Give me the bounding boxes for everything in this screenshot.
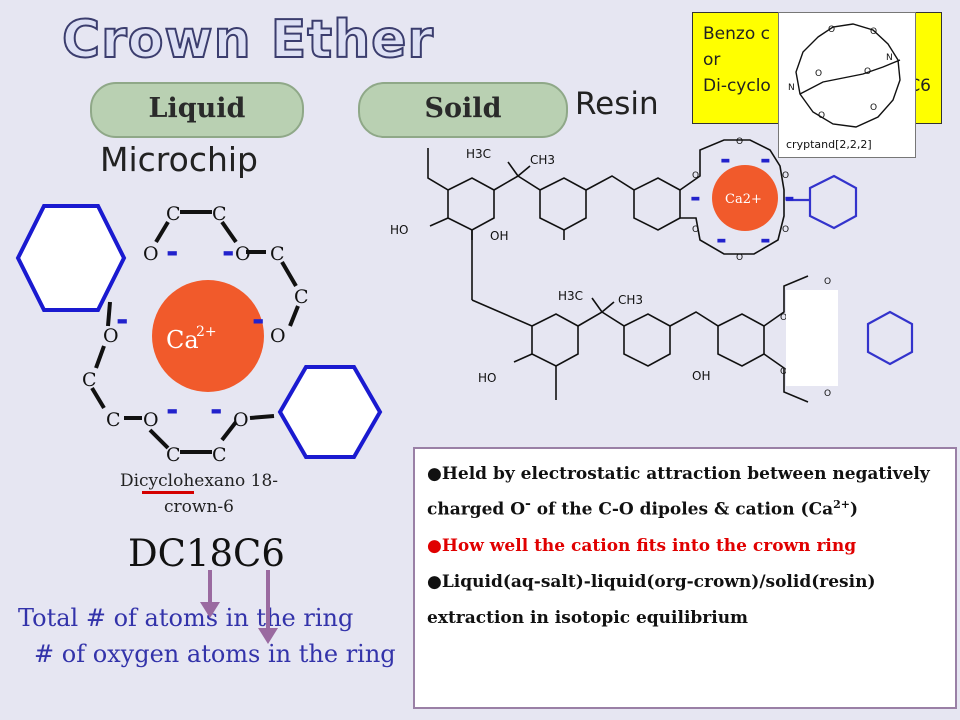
- svg-text:O: O: [270, 325, 286, 347]
- dc18c6-name-line1: Dicyclohexano 18-: [119, 471, 279, 491]
- resin-ho-upper: HO: [390, 223, 408, 237]
- dc18c6-name-line2: crown-6: [164, 497, 234, 517]
- svg-text:O: O: [736, 253, 743, 263]
- total-atoms-text: Total # of atoms in the ring: [18, 604, 354, 632]
- svg-text:N: N: [886, 53, 893, 63]
- left-cyclohexane-ring: [15, 204, 127, 312]
- svg-text:-: -: [784, 183, 795, 213]
- svg-text:O: O: [824, 389, 831, 399]
- info-bullet-1: ●Held by electrostatic attraction betwee…: [427, 464, 930, 520]
- resin-oh-lower: OH: [692, 369, 710, 383]
- crown-underline: [142, 491, 194, 494]
- svg-text:O: O: [828, 25, 835, 35]
- svg-text:O: O: [782, 225, 789, 235]
- svg-text:-: -: [116, 303, 128, 338]
- cryptand-structure: O O N N O O O O: [788, 23, 901, 128]
- svg-text:-: -: [166, 235, 178, 270]
- svg-text:-: -: [760, 225, 771, 255]
- svg-text:C: C: [166, 444, 181, 466]
- solid-pill[interactable]: Soild: [358, 82, 568, 138]
- cryptand-label: cryptand[2,2,2]: [786, 138, 872, 151]
- svg-text:O: O: [692, 225, 699, 235]
- resin-label: Resin: [575, 86, 659, 122]
- resin-h3c-lower: H3C: [558, 289, 583, 303]
- svg-text:O: O: [780, 313, 787, 323]
- svg-text:-: -: [720, 145, 731, 175]
- svg-text:O: O: [143, 409, 159, 431]
- benzo-line1: Benzo c: [703, 24, 770, 44]
- svg-text:O: O: [824, 277, 831, 287]
- svg-text:O: O: [692, 171, 699, 181]
- svg-text:N: N: [788, 83, 795, 93]
- svg-text:O: O: [736, 137, 743, 147]
- svg-text:C: C: [166, 203, 181, 225]
- svg-text:C: C: [82, 369, 97, 391]
- svg-text:O: O: [235, 243, 251, 265]
- resin-cation-circle: [712, 165, 778, 231]
- info-bullet-3-cont: extraction in isotopic equilibrium: [427, 607, 749, 628]
- resin-cation-label: Ca2+: [725, 192, 762, 207]
- oxygen-atoms-text: # of oxygen atoms in the ring: [34, 640, 396, 668]
- info-bullet-3: ●Liquid(aq-salt)-liquid(org-crown)/solid…: [427, 571, 876, 592]
- svg-text:O: O: [782, 171, 789, 181]
- svg-text:C: C: [294, 286, 309, 308]
- svg-text:C: C: [212, 203, 227, 225]
- svg-text:O: O: [780, 367, 787, 377]
- svg-text:O: O: [233, 409, 249, 431]
- svg-text:-: -: [716, 225, 727, 255]
- resin-oh-upper: OH: [490, 229, 508, 243]
- cryptand-image: [778, 12, 916, 158]
- svg-text:-: -: [210, 393, 222, 428]
- right-cyclohexane-ring: [277, 365, 383, 459]
- resin-ho-lower: HO: [478, 371, 496, 385]
- svg-text:-: -: [222, 235, 234, 270]
- svg-text:C: C: [106, 409, 121, 431]
- liquid-pill[interactable]: Liquid: [90, 82, 304, 138]
- svg-text:O: O: [103, 325, 119, 347]
- benzo-line2: or: [703, 50, 721, 70]
- dc18c6-abbrev: DC18C6: [128, 532, 285, 575]
- cation-charge: 2+: [196, 324, 217, 340]
- svg-text:O: O: [818, 111, 825, 121]
- resin-ch3-upper: CH3: [530, 153, 555, 167]
- svg-text:O: O: [870, 103, 877, 113]
- svg-text:-: -: [690, 183, 701, 213]
- dc18c6-name: Dicyclohexano 18- crown-6: [104, 468, 294, 520]
- page-title: Crown Ether: [61, 9, 435, 71]
- svg-text:O: O: [815, 69, 822, 79]
- resin-ch3-lower: CH3: [618, 293, 643, 307]
- svg-text:C: C: [270, 243, 285, 265]
- svg-text:-: -: [252, 303, 264, 338]
- cation-circle: [152, 280, 264, 392]
- info-box: ●Held by electrostatic attraction betwee…: [413, 447, 957, 709]
- svg-text:-: -: [760, 145, 771, 175]
- resin-h3c-upper: H3C: [466, 147, 491, 161]
- svg-text:O: O: [870, 27, 877, 37]
- svg-text:O: O: [143, 243, 159, 265]
- svg-text:-: -: [166, 393, 178, 428]
- microchip-label: Microchip: [100, 140, 258, 179]
- arrows: [200, 570, 278, 644]
- cation-label: Ca: [166, 326, 199, 354]
- svg-text:C: C: [212, 444, 227, 466]
- svg-text:O: O: [864, 67, 871, 77]
- info-bullet-2: ●How well the cation fits into the crown…: [427, 535, 857, 556]
